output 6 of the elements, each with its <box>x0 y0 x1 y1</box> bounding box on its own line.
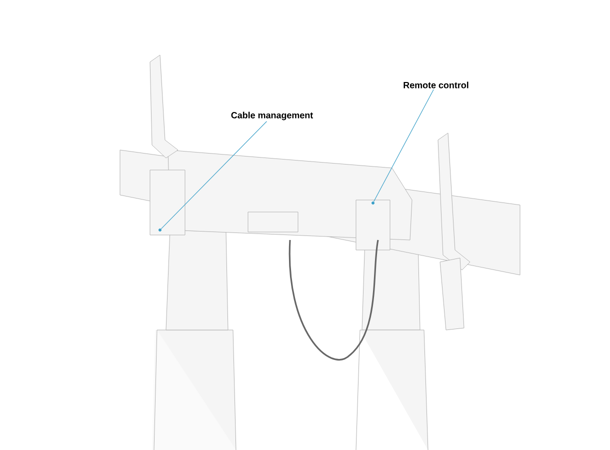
callout-label: Cable management <box>231 112 313 120</box>
target-point <box>372 202 374 204</box>
leader-line <box>160 121 268 230</box>
target-point <box>158 228 162 232</box>
callout-label: Remote control <box>404 82 468 88</box>
leader-line <box>374 89 434 202</box>
